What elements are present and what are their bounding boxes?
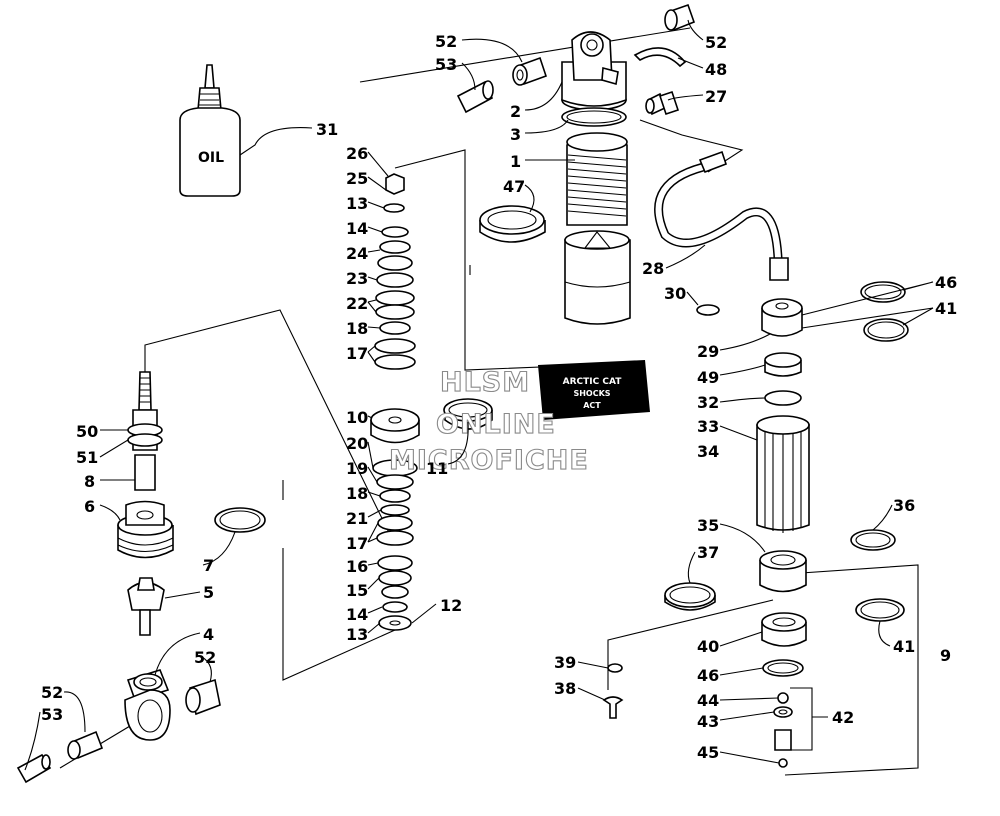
- decal-text-line1: ARCTIC CAT: [563, 377, 623, 387]
- callout-47: 47: [503, 177, 525, 196]
- callout-3: 3: [510, 125, 521, 144]
- callout-50: 50: [76, 422, 98, 441]
- callout-45: 45: [697, 743, 719, 762]
- callout-4: 4: [203, 625, 214, 644]
- oil-bottle-label: OIL: [198, 150, 224, 166]
- callout-numbers: 52 53 2 3 1 47 52 48 27 31 26 25 13 14 2…: [41, 32, 957, 762]
- callout-7: 7: [203, 556, 214, 575]
- callout-25: 25: [346, 169, 368, 188]
- callout-52: 52: [194, 648, 216, 667]
- reservoir-assembly: [602, 150, 909, 768]
- callout-52: 52: [705, 33, 727, 52]
- callout-53: 53: [41, 705, 63, 724]
- callout-49: 49: [697, 368, 719, 387]
- callout-39: 39: [554, 653, 576, 672]
- callout-48: 48: [705, 60, 727, 79]
- callout-46: 46: [935, 273, 957, 292]
- callout-9: 9: [940, 646, 951, 665]
- decal-text-line3: ACT: [583, 401, 601, 410]
- callout-52: 52: [435, 32, 457, 51]
- callout-34: 34: [697, 442, 719, 461]
- callout-37: 37: [697, 543, 719, 562]
- callout-18: 18: [346, 319, 368, 338]
- callout-44: 44: [697, 691, 719, 710]
- callout-17: 17: [346, 534, 368, 553]
- callout-13: 13: [346, 194, 368, 213]
- callout-23: 23: [346, 269, 368, 288]
- callout-22: 22: [346, 294, 368, 313]
- callout-41: 41: [935, 299, 957, 318]
- callout-10: 10: [346, 408, 368, 427]
- callout-43: 43: [697, 712, 719, 731]
- callout-12: 12: [440, 596, 462, 615]
- callout-36: 36: [893, 496, 915, 515]
- callout-11: 11: [426, 459, 448, 478]
- callout-18: 18: [346, 484, 368, 503]
- callout-5: 5: [203, 583, 214, 602]
- callout-42: 42: [832, 708, 854, 727]
- callout-14: 14: [346, 605, 368, 624]
- oil-bottle: OIL: [179, 64, 241, 197]
- callout-1: 1: [510, 152, 521, 171]
- callout-16: 16: [346, 557, 368, 576]
- decal: ARCTIC CAT SHOCKS ACT: [538, 360, 650, 420]
- watermark-line1: HLSM: [440, 367, 530, 398]
- callout-6: 6: [84, 497, 95, 516]
- shaft-assembly: [16, 371, 266, 784]
- callout-46: 46: [697, 666, 719, 685]
- callout-17: 17: [346, 344, 368, 363]
- callout-2: 2: [510, 102, 521, 121]
- callout-21: 21: [346, 509, 368, 528]
- callout-31: 31: [316, 120, 338, 139]
- callout-51: 51: [76, 448, 98, 467]
- callout-26: 26: [346, 144, 368, 163]
- callout-24: 24: [346, 244, 368, 263]
- leader-lines: [24, 19, 934, 771]
- callout-32: 32: [697, 393, 719, 412]
- callout-40: 40: [697, 637, 719, 656]
- callout-14: 14: [346, 219, 368, 238]
- callout-30: 30: [664, 284, 686, 303]
- watermark: HLSM ONLINE MICROFICHE: [388, 366, 589, 476]
- callout-19: 19: [346, 459, 368, 478]
- top-eye-assembly: [456, 3, 696, 127]
- callout-33: 33: [697, 417, 719, 436]
- watermark-line3: MICROFICHE: [389, 445, 589, 476]
- callout-52: 52: [41, 683, 63, 702]
- callout-41: 41: [893, 637, 915, 656]
- callout-13: 13: [346, 625, 368, 644]
- callout-8: 8: [84, 472, 95, 491]
- callout-15: 15: [346, 581, 368, 600]
- piston-stack: [370, 173, 493, 631]
- shock-body: [479, 132, 631, 325]
- callout-29: 29: [697, 342, 719, 361]
- callout-28: 28: [642, 259, 664, 278]
- callout-38: 38: [554, 679, 576, 698]
- callout-53: 53: [435, 55, 457, 74]
- callout-27: 27: [705, 87, 727, 106]
- decal-text-line2: SHOCKS: [573, 389, 610, 398]
- callout-35: 35: [697, 516, 719, 535]
- callout-20: 20: [346, 434, 368, 453]
- watermark-line2: ONLINE: [436, 409, 556, 440]
